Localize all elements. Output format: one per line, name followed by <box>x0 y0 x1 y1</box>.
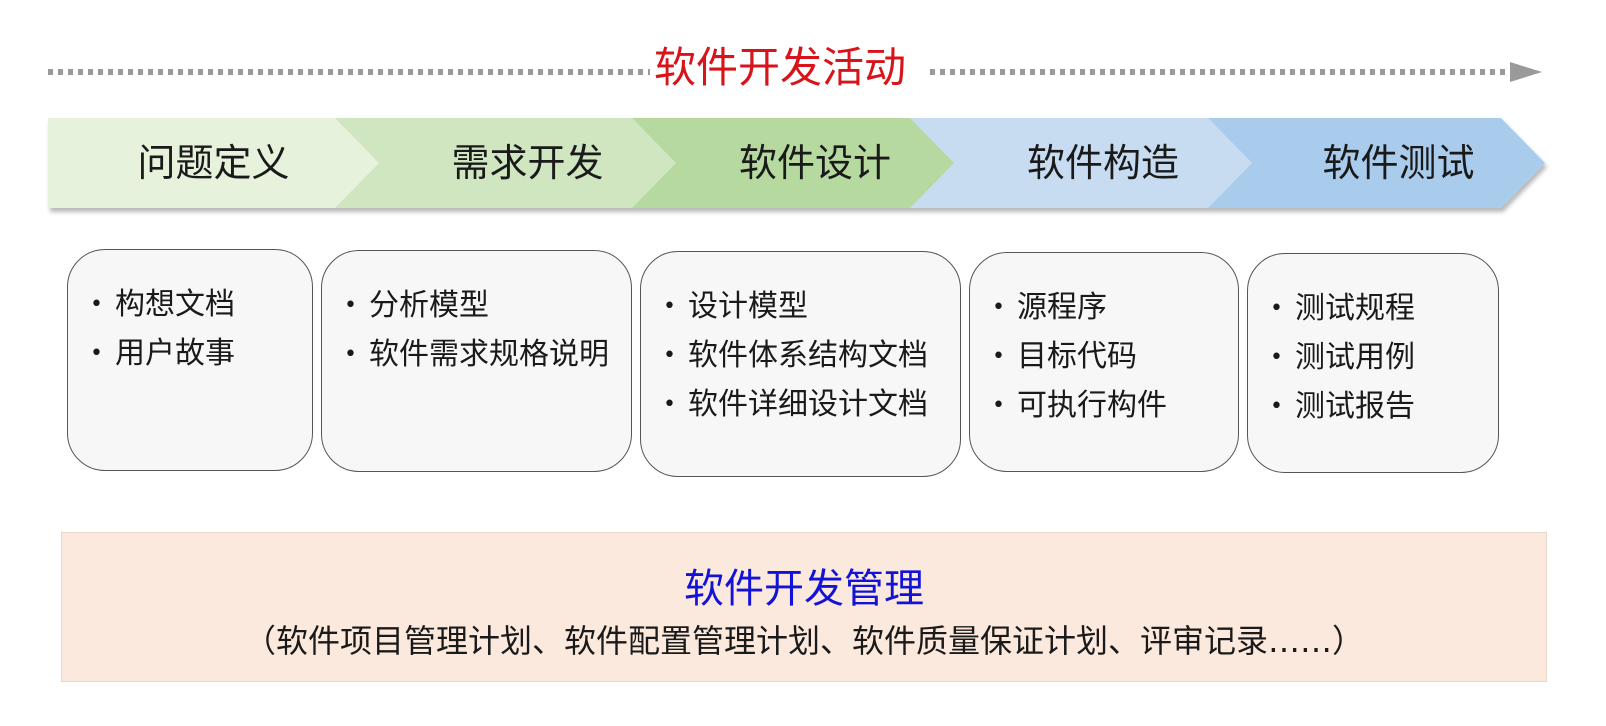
phase-label-3: 软件设计 <box>738 141 891 185</box>
phase-chevron-3 <box>632 118 954 208</box>
activity-arrow <box>48 62 1542 82</box>
artifact-item: 软件详细设计文档 <box>663 380 960 429</box>
phase-label-5: 软件测试 <box>1322 141 1475 185</box>
activity-arrow-head <box>1510 62 1542 82</box>
artifact-box-1: 构想文档用户故事 <box>67 249 313 471</box>
artifact-item: 构想文档 <box>90 280 312 329</box>
artifact-list: 分析模型软件需求规格说明 <box>344 281 631 379</box>
management-panel: 软件开发管理 （软件项目管理计划、软件配置管理计划、软件质量保证计划、评审记录…… <box>61 532 1547 682</box>
phase-label-2: 需求开发 <box>451 141 604 185</box>
artifact-item: 软件需求规格说明 <box>344 330 631 379</box>
phase-chevron-2 <box>335 118 676 208</box>
artifact-list: 构想文档用户故事 <box>90 280 312 378</box>
artifact-item: 用户故事 <box>90 329 312 378</box>
artifact-item: 设计模型 <box>663 282 960 331</box>
activity-title: 软件开发活动 <box>653 43 906 92</box>
artifact-box-3: 设计模型软件体系结构文档软件详细设计文档 <box>640 251 961 477</box>
management-title: 软件开发管理 <box>684 566 924 612</box>
artifact-list: 源程序目标代码可执行构件 <box>992 283 1238 430</box>
management-detail: （软件项目管理计划、软件配置管理计划、软件质量保证计划、评审记录……） <box>243 622 1364 660</box>
artifact-item: 分析模型 <box>344 281 631 330</box>
artifact-item: 测试规程 <box>1270 284 1498 333</box>
artifact-list: 测试规程测试用例测试报告 <box>1270 284 1498 431</box>
artifact-box-2: 分析模型软件需求规格说明 <box>321 250 632 472</box>
phase-chevron-4 <box>910 118 1252 208</box>
artifact-item: 测试用例 <box>1270 333 1498 382</box>
artifact-item: 目标代码 <box>992 332 1238 381</box>
phase-chevron-5 <box>1208 118 1545 208</box>
artifact-item: 测试报告 <box>1270 382 1498 431</box>
phase-chevron-1 <box>48 118 379 208</box>
artifact-box-5: 测试规程测试用例测试报告 <box>1247 253 1499 473</box>
artifact-list: 设计模型软件体系结构文档软件详细设计文档 <box>663 282 960 429</box>
phase-label-1: 问题定义 <box>137 141 290 185</box>
artifact-box-4: 源程序目标代码可执行构件 <box>969 252 1239 472</box>
artifact-item: 源程序 <box>992 283 1238 332</box>
phase-label-4: 软件构造 <box>1026 141 1179 185</box>
artifact-item: 软件体系结构文档 <box>663 331 960 380</box>
artifact-item: 可执行构件 <box>992 381 1238 430</box>
